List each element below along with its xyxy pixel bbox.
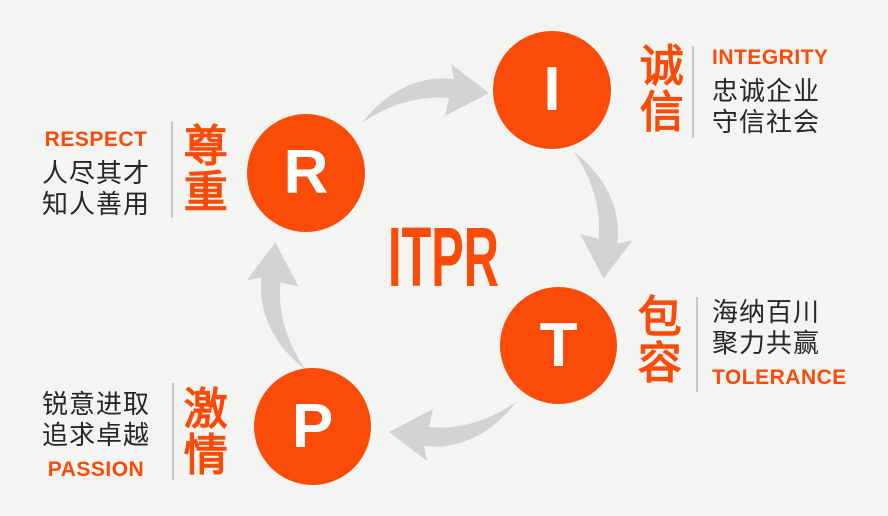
integrity-desc-line: 忠诚企业 (712, 76, 821, 106)
respect-desc-line: 知人善用 (41, 189, 150, 219)
circle-passion-letter: P (291, 391, 334, 461)
integrity-en-label: INTEGRITY (712, 46, 829, 69)
respect-cn-label: 尊重 (183, 122, 228, 218)
passion-cn-label: 激情 (183, 385, 228, 481)
circle-tolerance: T (500, 287, 617, 404)
passion-desc-line: 锐意进取 (41, 389, 150, 419)
integrity-divider (692, 46, 694, 138)
circle-integrity-letter: I (543, 55, 561, 124)
arrow-integrity-to-tolerance-icon (568, 148, 640, 283)
diagram-title-text: ITPR (388, 210, 499, 304)
circle-respect: R (247, 114, 365, 232)
respect-en-label: RESPECT (44, 128, 148, 151)
tolerance-divider (696, 297, 698, 392)
passion-divider (172, 383, 174, 480)
tolerance-en-label: TOLERANCE (712, 366, 847, 389)
circle-passion: P (254, 368, 371, 485)
arrow-respect-to-integrity-icon (358, 57, 493, 129)
circle-tolerance-letter: T (539, 310, 578, 380)
integrity-cn-label: 诚信 (639, 42, 684, 138)
integrity-desc: INTEGRITY 忠诚企业 守信社会 (712, 46, 888, 138)
circle-integrity: I (493, 31, 611, 149)
respect-desc: RESPECT 人尽其才 知人善用 (30, 128, 162, 220)
passion-en-label: PASSION (47, 458, 145, 481)
integrity-desc-line: 守信社会 (712, 107, 821, 137)
respect-divider (171, 122, 173, 218)
tolerance-desc-line: 聚力共赢 (712, 328, 821, 358)
tolerance-desc: 海纳百川 聚力共赢 TOLERANCE (712, 297, 888, 390)
passion-desc: 锐意进取 追求卓越 PASSION (30, 389, 162, 482)
circle-respect-letter: R (283, 138, 329, 207)
arrow-passion-to-respect-icon (240, 239, 312, 374)
diagram-title: ITPR (388, 210, 579, 304)
tolerance-desc-line: 海纳百川 (712, 297, 821, 327)
tolerance-cn-label: 包容 (637, 293, 682, 389)
arrow-tolerance-to-passion-icon (385, 396, 520, 468)
respect-desc-line: 人尽其才 (41, 158, 150, 188)
passion-desc-line: 追求卓越 (41, 420, 150, 450)
